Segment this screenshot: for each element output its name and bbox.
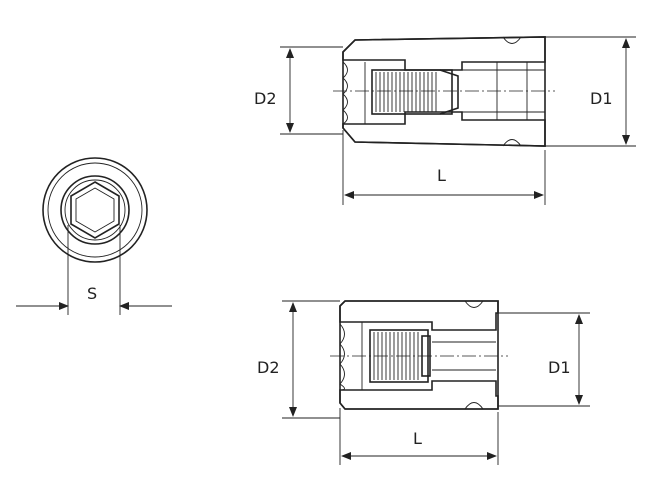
- top-socket-section: [333, 36, 555, 147]
- bottom-l-label: L: [413, 429, 422, 448]
- top-l-dimension: L: [342, 130, 546, 205]
- top-d2-label: D2: [254, 89, 277, 108]
- bottom-d1-dimension: D1: [498, 312, 590, 407]
- top-d1-label: D1: [590, 89, 613, 108]
- top-d2-dimension: D2: [254, 46, 343, 135]
- bottom-l-dimension: L: [339, 408, 499, 465]
- top-knurl: [375, 72, 437, 112]
- top-d1-dimension: D1: [545, 36, 636, 147]
- end-view: [42, 157, 148, 263]
- s-label: S: [87, 284, 97, 303]
- bottom-d2-label: D2: [257, 358, 280, 377]
- s-dimension: S: [16, 225, 172, 315]
- bottom-d1-label: D1: [548, 358, 571, 377]
- bottom-socket-section: [330, 300, 508, 410]
- top-l-label: L: [437, 166, 446, 185]
- bottom-d2-dimension: D2: [257, 300, 340, 419]
